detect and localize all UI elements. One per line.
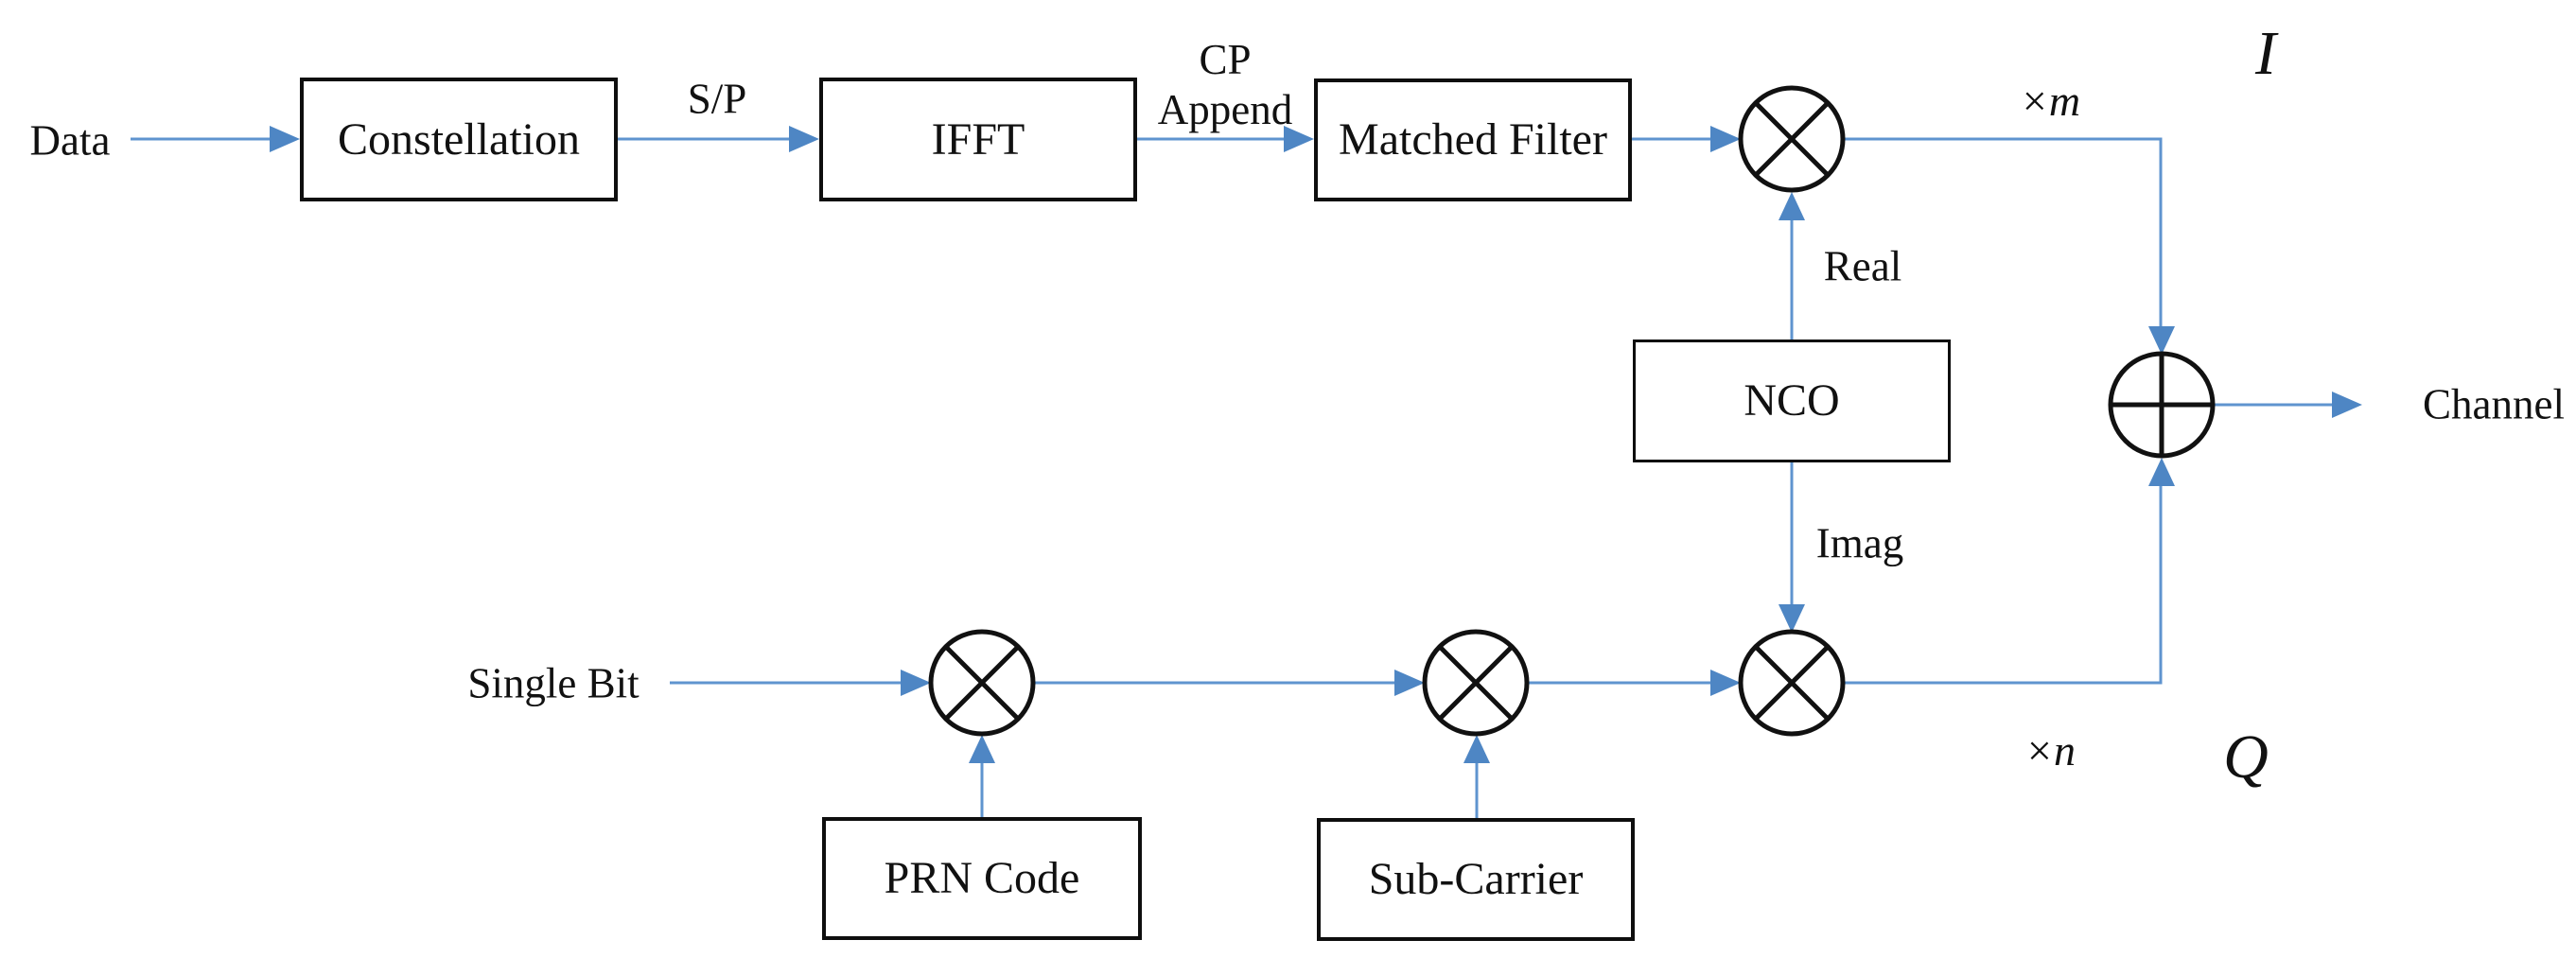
node-symbols: [928, 85, 2216, 737]
prn-code-block: PRN Code: [822, 817, 1142, 940]
connector-lines: [131, 137, 2334, 818]
nco-label: NCO: [1744, 375, 1840, 426]
sub-carrier-label: Sub-Carrier: [1368, 854, 1584, 904]
cp-append-line2: Append: [1157, 86, 1293, 133]
arrowheads: [270, 126, 2362, 763]
adder-icon: [2108, 351, 2216, 459]
cp-append-label: CP Append: [1158, 35, 1292, 135]
ifft-block: IFFT: [819, 78, 1137, 201]
nco-block: NCO: [1633, 340, 1951, 462]
cp-append-line1: CP: [1199, 35, 1252, 83]
arrowhead-into-matched-filter: [1284, 126, 1314, 152]
multiplier-icon-i: [1738, 85, 1846, 193]
arrowhead-prn-into-mixer-1: [969, 735, 995, 763]
constellation-label: Constellation: [338, 113, 580, 165]
wire-mixer-i-to-adder: [1843, 137, 2163, 326]
q-branch-label: Q: [2223, 723, 2269, 792]
i-branch-label: I: [2255, 19, 2276, 89]
arrowhead-into-mixer-1: [901, 670, 931, 696]
arrowhead-subcarrier-into-mixer-2: [1463, 735, 1490, 763]
sub-carrier-block: Sub-Carrier: [1317, 818, 1635, 941]
matched-filter-block: Matched Filter: [1314, 78, 1632, 201]
arrowhead-into-adder-top: [2148, 326, 2175, 355]
multiplier-icon-q: [1738, 629, 1846, 737]
real-label: Real: [1823, 242, 1902, 290]
multiplier-icon-prn: [928, 629, 1036, 737]
prn-code-label: PRN Code: [884, 853, 1080, 903]
arrowhead-into-mixer-3: [1710, 670, 1741, 696]
constellation-block: Constellation: [300, 78, 618, 201]
data-input-label: Data: [29, 116, 111, 165]
times-m-label: ×m: [2019, 76, 2081, 125]
arrowhead-into-mixer-i: [1710, 126, 1741, 152]
wire-mixer-3-to-adder: [1845, 486, 2163, 685]
arrowhead-into-mixer-2: [1394, 670, 1425, 696]
single-bit-input-label: Single Bit: [467, 659, 640, 707]
matched-filter-label: Matched Filter: [1339, 114, 1607, 165]
times-n-label: ×n: [2024, 725, 2077, 775]
arrowhead-imag-into-mixer-3: [1779, 604, 1805, 633]
arrowhead-into-constellation: [270, 126, 300, 152]
arrowhead-into-channel: [2332, 392, 2362, 418]
imag-label: Imag: [1815, 519, 1904, 567]
ifft-label: IFFT: [931, 113, 1025, 165]
arrowhead-into-ifft: [789, 126, 819, 152]
channel-output-label: Channel: [2423, 380, 2565, 428]
arrowhead-real-into-mixer-i: [1779, 192, 1805, 220]
multiplier-icon-subcarrier: [1422, 629, 1530, 737]
sp-label: S/P: [687, 75, 747, 123]
arrowhead-into-adder-bottom: [2148, 458, 2175, 486]
